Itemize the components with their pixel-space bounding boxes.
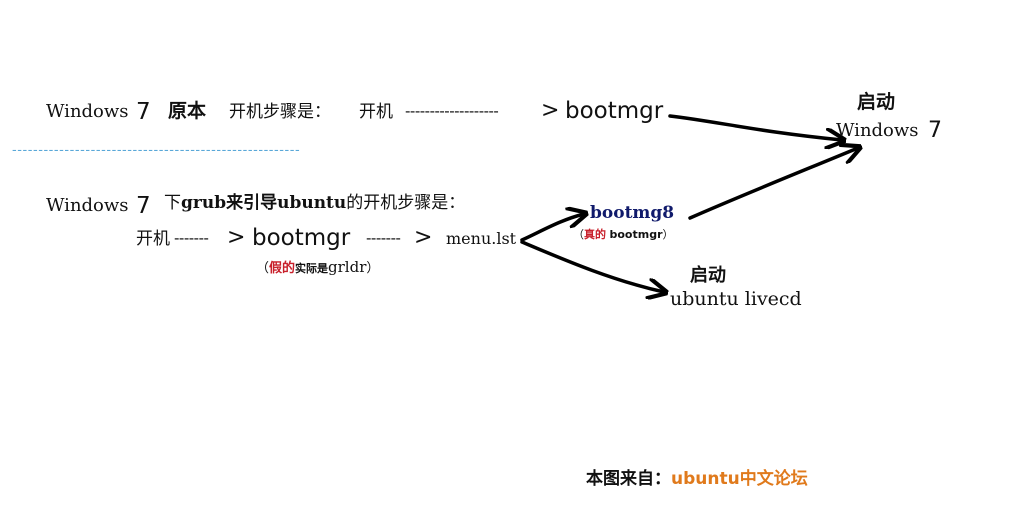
credit-source: ubuntu中文论坛: [671, 469, 808, 489]
bootmg8-label: bootmg8: [590, 203, 675, 223]
fake-note-actual: 实际是: [295, 262, 329, 275]
grub-desc-part3: 的开机步骤是：: [346, 193, 466, 213]
dashed-divider: ----------------------------------------…: [12, 143, 301, 158]
fake-bootmgr-note: （假的实际是grldr）: [256, 258, 380, 276]
launch-ubuntu-label: 启动: [690, 265, 726, 286]
grub-seven-label: 7: [136, 193, 151, 219]
grub-desc-ubuntu: ubuntu: [277, 193, 347, 213]
grub-gt1: >: [227, 225, 246, 250]
real-note-open: （: [573, 228, 584, 241]
ubuntu-livecd-label: ubuntu livecd: [670, 288, 802, 310]
grub-gt2: >: [414, 225, 433, 250]
arrow-bootmg8-to-windows7: [688, 148, 858, 220]
arrow-menulst-to-ubuntu: [520, 240, 664, 292]
top-windows-label: Windows: [46, 101, 129, 122]
fake-note-grldr: grldr: [328, 258, 367, 276]
credit-line: 本图来自：ubuntu中文论坛: [586, 471, 808, 488]
grub-description: 下grub来引导ubuntu的开机步骤是：: [164, 195, 465, 212]
top-steps-label: 开机步骤是：: [229, 102, 331, 122]
menu-lst-label: menu.lst: [446, 229, 517, 248]
real-note-bootmgr: bootmgr: [609, 228, 663, 241]
top-bootmgr-label: bootmgr: [565, 98, 664, 124]
grub-windows-label: Windows: [46, 195, 129, 216]
fake-note-label: 假的: [269, 261, 296, 276]
target-windows-label: Windows: [836, 120, 919, 141]
launch-windows-label: 启动: [857, 91, 896, 113]
top-gt: >: [541, 98, 560, 123]
fake-note-close: ）: [366, 261, 380, 276]
grub-dashes2: -------: [366, 229, 401, 247]
real-note-close: ）: [662, 228, 674, 241]
grub-boot-label: 开机: [136, 229, 170, 249]
grub-desc-part1: 下: [164, 193, 181, 213]
fake-note-open: （: [256, 261, 270, 276]
grub-dashes1: -------: [174, 229, 209, 247]
grub-desc-grub: grub: [181, 193, 227, 213]
top-original-label: 原本: [168, 100, 207, 122]
arrow-menulst-to-bootmg8: [520, 214, 584, 242]
top-seven-label: 7: [136, 99, 151, 125]
target-seven-label: 7: [928, 118, 942, 143]
credit-prefix: 本图来自：: [586, 469, 671, 489]
grub-bootmgr-label: bootmgr: [252, 225, 351, 251]
top-dashes: -------------------: [405, 102, 499, 120]
real-note-label: 真的: [584, 228, 606, 241]
top-boot-label: 开机: [359, 102, 393, 122]
arrow-bootmgr-to-windows7: [668, 114, 842, 140]
real-bootmgr-note: （真的 bootmgr）: [573, 229, 674, 240]
grub-desc-part2: 来引导: [226, 193, 278, 213]
